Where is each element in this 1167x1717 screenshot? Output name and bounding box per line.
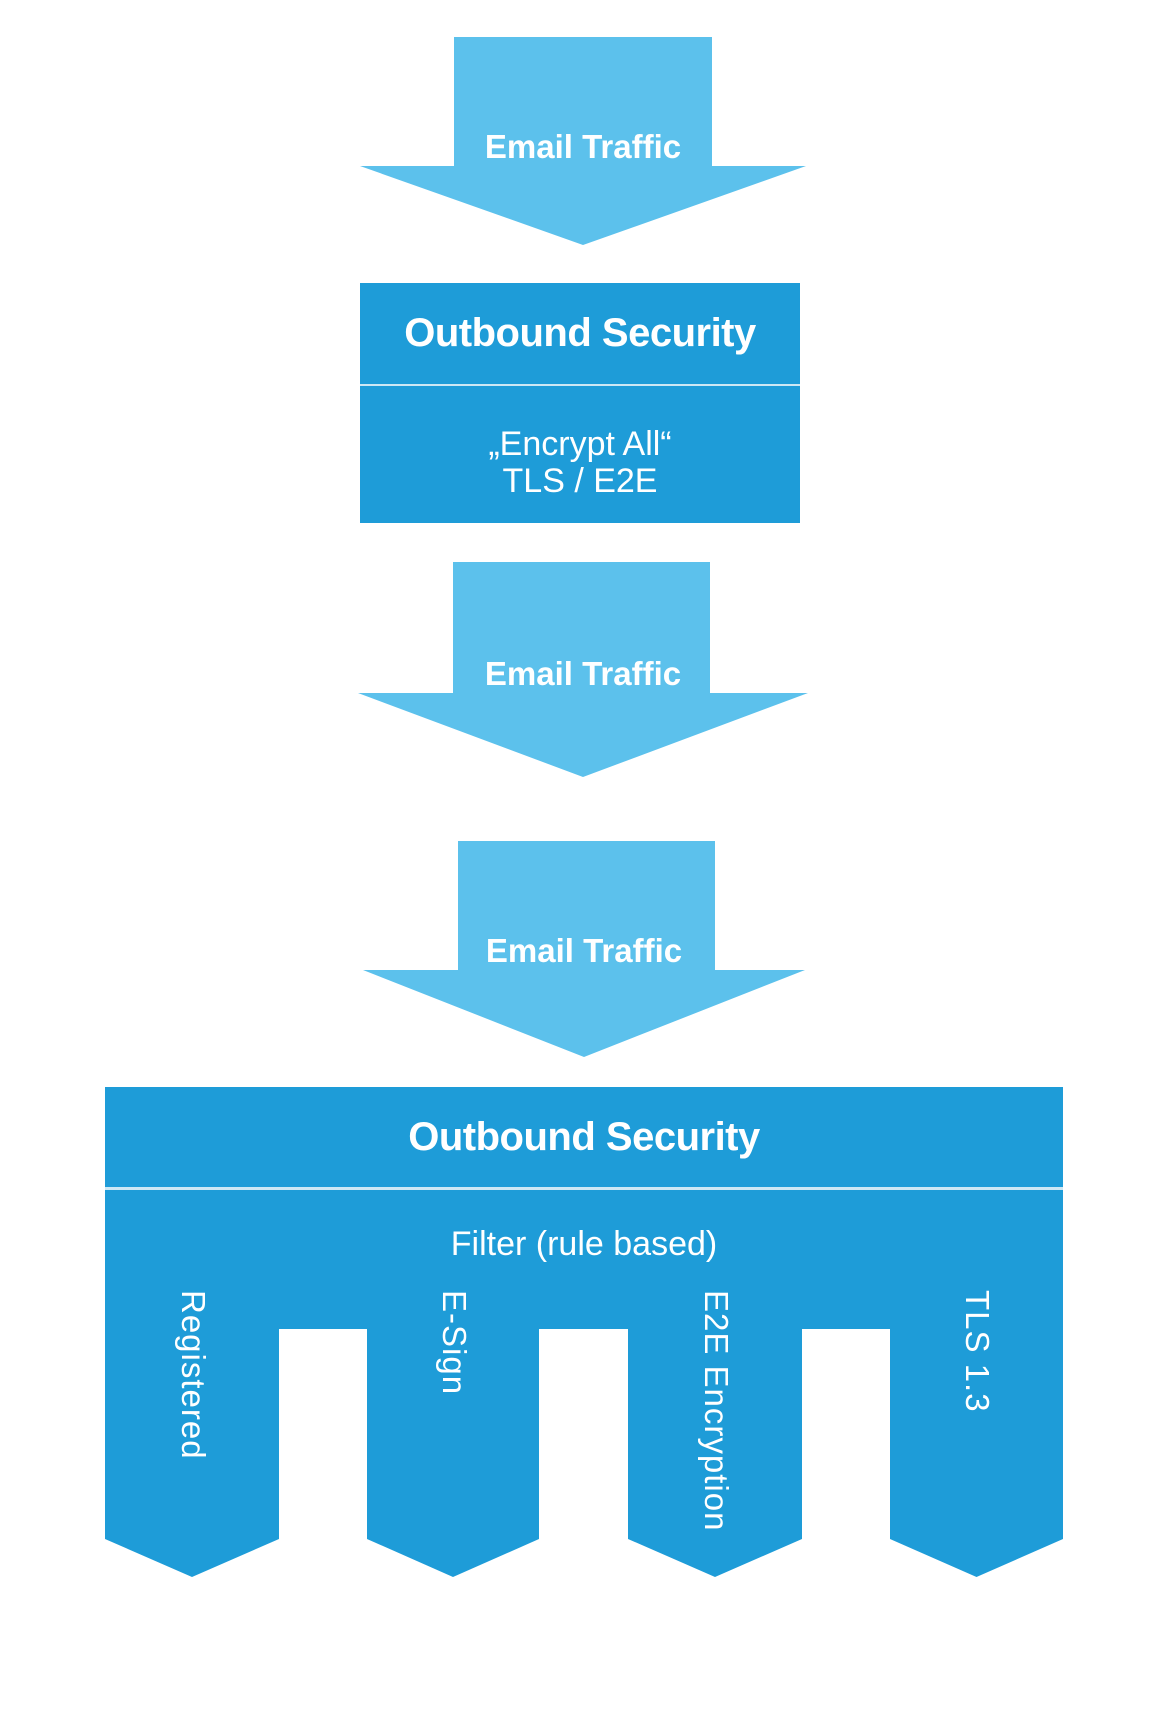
email-traffic-arrow-1: Email Traffic (360, 37, 806, 245)
filter-rule-based-label: Filter (rule based) (450, 1225, 718, 1263)
prong-arrow-e2e-encryption (628, 1329, 802, 1577)
email-traffic-arrow-3: Email Traffic (363, 841, 805, 1057)
prong-arrow-e-sign (367, 1329, 539, 1577)
prong-label-e-sign: E-Sign (436, 1290, 473, 1396)
outbound-security-box-filter: Outbound Security Filter (rule based) (105, 1087, 1063, 1329)
prong-label-e2e-encryption: E2E Encryption (698, 1290, 735, 1532)
email-traffic-label-3: Email Traffic (485, 932, 683, 969)
outbound-security-box-encrypt-all: Outbound Security „Encrypt All“ TLS / E2… (360, 283, 800, 523)
encrypt-all-line: „Encrypt All“ (488, 424, 672, 463)
tls-e2e-line: TLS / E2E (502, 461, 658, 500)
email-traffic-label-1: Email Traffic (484, 128, 682, 165)
box-divider-line-2 (105, 1187, 1063, 1190)
email-traffic-arrow-2: Email Traffic (358, 562, 808, 777)
box-divider-line-1 (360, 384, 800, 386)
prong-arrow-tls-13 (890, 1329, 1063, 1577)
prong-arrow-registered (105, 1329, 279, 1577)
email-traffic-label-2: Email Traffic (484, 655, 682, 692)
prong-label-tls-13: TLS 1.3 (959, 1290, 996, 1413)
outbound-security-title-1: Outbound Security (404, 311, 756, 355)
prong-label-registered: Registered (175, 1290, 212, 1460)
encrypt-all-body: „Encrypt All“ TLS / E2E (360, 386, 800, 523)
outbound-security-title-2: Outbound Security (408, 1114, 760, 1159)
